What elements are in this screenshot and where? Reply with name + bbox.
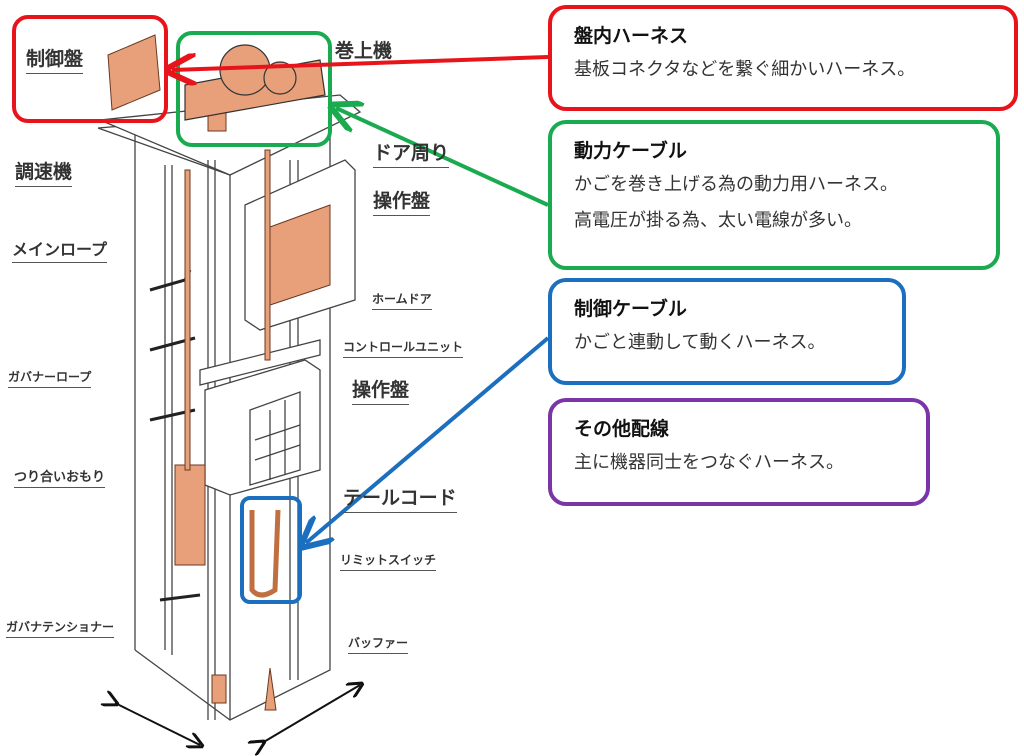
- callout-power-cable: 動力ケーブル かごを巻き上げる為の動力用ハーネス。 高電圧が掛る為、太い電線が多…: [548, 120, 1000, 270]
- callout-control-cable: 制御ケーブル かごと連動して動くハーネス。: [548, 278, 906, 385]
- green-arrow: [336, 108, 549, 207]
- label-governor-tensioner: ガバナテンショナー: [6, 618, 115, 638]
- callout-title: 制御ケーブル: [574, 298, 687, 320]
- callout-title: 盤内ハーネス: [574, 25, 689, 47]
- callout-text: かごを巻き上げる為の動力用ハーネス。: [574, 174, 898, 195]
- label-control-panel: 制御盤: [26, 44, 84, 74]
- callout-panel-harness: 盤内ハーネス 基板コネクタなどを繋ぐ細かいハーネス。: [548, 5, 1018, 111]
- label-operation-panel-top: 操作盤: [373, 186, 431, 216]
- label-home-door: ホームドア: [372, 290, 432, 310]
- callout-text: 基板コネクタなどを繋ぐ細かいハーネス。: [574, 59, 916, 80]
- red-arrow: [172, 57, 549, 70]
- hoist-highlight: [176, 31, 332, 147]
- label-hoist: 巻上機: [335, 40, 393, 62]
- label-limit-switch: リミットスイッチ: [340, 551, 437, 571]
- callout-text: 主に機器同士をつなぐハーネス。: [574, 452, 844, 473]
- label-main-rope: メインロープ: [12, 236, 108, 263]
- callout-title: 動力ケーブル: [574, 140, 687, 162]
- callout-text: かごと連動して動くハーネス。: [574, 332, 826, 353]
- callout-other-wiring: その他配線 主に機器同士をつなぐハーネス。: [548, 398, 930, 506]
- callout-title: その他配線: [574, 418, 670, 440]
- label-door-area: ドア周り: [373, 138, 450, 168]
- label-control-unit: コントロールユニット: [343, 338, 464, 358]
- blue-arrow: [306, 336, 550, 543]
- label-operation-panel-car: 操作盤: [352, 375, 410, 405]
- label-governor-rope: ガバナーロープ: [8, 368, 92, 388]
- callout-text: 高電圧が掛る為、太い電線が多い。: [574, 210, 862, 231]
- label-buffer: バッファー: [348, 634, 409, 654]
- label-tail-cord: テールコード: [343, 483, 457, 513]
- label-governor: 調速機: [15, 157, 73, 187]
- label-counterweight: つり合いおもり: [14, 466, 106, 488]
